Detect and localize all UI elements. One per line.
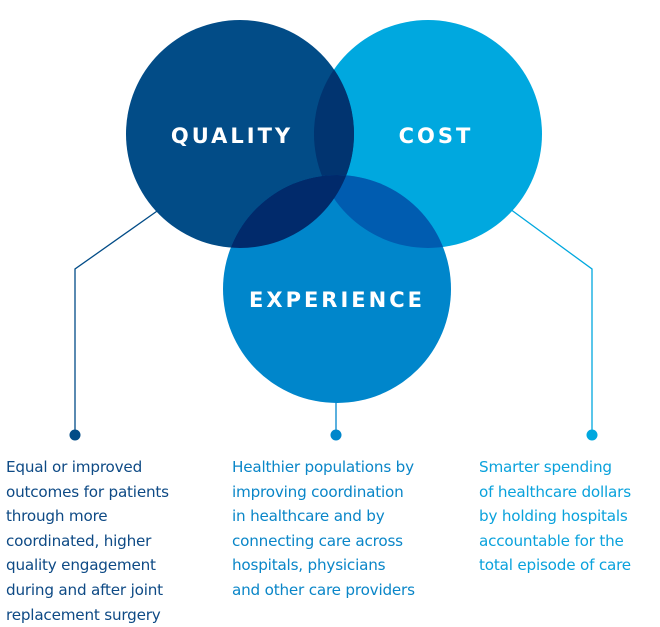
quality-dot [69,429,81,441]
quality-description-line: during and after joint [6,580,163,599]
quality-description-line: coordinated, higher [6,531,152,550]
experience-description-line: and other care providers [232,580,415,599]
cost-connector-line [509,208,593,435]
experience-description-line: connecting care across [232,531,403,550]
quality-description-line: outcomes for patients [6,482,169,501]
cost-dot [586,429,598,441]
cost-description-line: Smarter spending [479,458,612,476]
experience-description-line: Healthier populations by [232,458,414,476]
experience-description: Healthier populations by improving coord… [232,455,415,603]
experience-description-line: improving coordination [232,482,404,501]
experience-description-line: hospitals, physicians [232,556,386,575]
quality-label: QUALITY [171,124,293,148]
experience-label: EXPERIENCE [249,288,425,312]
experience-dot [330,429,342,441]
quality-experience-overlap [223,175,354,248]
quality-description-line: replacement surgery [6,605,161,624]
quality-description-line: Equal or improved [6,458,143,476]
experience-description-line: in healthcare and by [232,507,385,526]
quality-description-line: quality engagement [6,556,156,575]
quality-description-line: through more [6,507,108,526]
cost-label: COST [399,124,474,148]
cost-experience-overlap [314,175,451,248]
cost-description-line: of healthcare dollars [479,482,631,501]
cost-description-line: accountable for the [479,531,624,550]
quality-connector-line [74,208,161,435]
cost-description-line: total episode of care [479,556,631,575]
cost-description-line: by holding hospitals [479,507,628,526]
cost-description: Smarter spending of healthcare dollars b… [479,455,631,578]
quality-description: Equal or improved outcomes for patients … [6,455,169,627]
